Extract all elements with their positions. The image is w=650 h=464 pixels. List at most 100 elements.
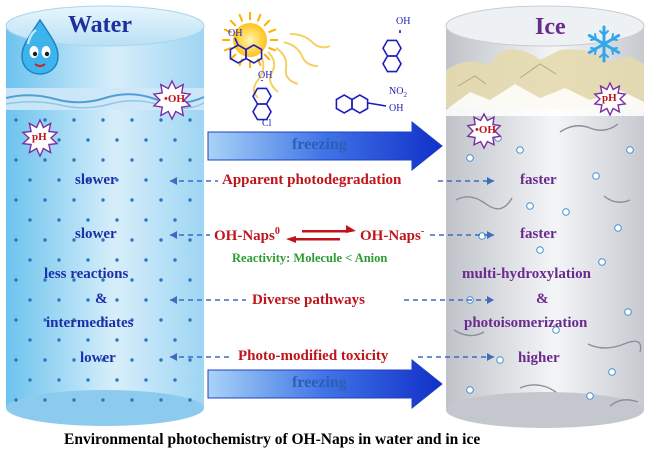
water-particle xyxy=(43,278,47,282)
water-particle xyxy=(57,258,61,262)
ice-fibre xyxy=(455,196,513,210)
water-title: Water xyxy=(68,12,132,38)
mountain-ridge-2 xyxy=(519,63,557,79)
ice-fibre xyxy=(587,340,642,353)
sun-ray xyxy=(229,19,237,27)
ice-bubble xyxy=(626,146,634,154)
water-particle xyxy=(159,158,163,162)
water-particle xyxy=(188,158,192,162)
comparison-arrows xyxy=(170,177,494,361)
ice-bubble xyxy=(496,356,504,364)
water-particle xyxy=(115,338,119,342)
water-rate-speciation: slower xyxy=(75,226,117,242)
water-particle xyxy=(14,318,18,322)
water-particle xyxy=(57,338,61,342)
water-particle xyxy=(159,318,163,322)
sun-ray xyxy=(238,13,244,22)
water-particle xyxy=(159,398,163,402)
freezing-arrow-bottom xyxy=(207,358,443,410)
ice-rate-photodegradation: faster xyxy=(520,172,557,188)
water-particle xyxy=(188,398,192,402)
ice-fibre xyxy=(609,399,639,407)
arrow-head xyxy=(170,231,177,239)
toxicity-label: Photo-modified toxicity xyxy=(238,348,389,364)
water-particle xyxy=(72,198,76,202)
naphthol-structures xyxy=(229,30,402,121)
no2-label: NO2 xyxy=(389,86,407,99)
sun-ray xyxy=(263,19,271,27)
water-particle xyxy=(188,118,192,122)
water-particle xyxy=(101,158,105,162)
water-bottom xyxy=(6,390,204,426)
ice-fibre xyxy=(559,123,619,133)
water-particle xyxy=(43,198,47,202)
ice-bubble xyxy=(516,146,524,154)
water-particle xyxy=(115,378,119,382)
water-particle xyxy=(57,218,61,222)
ice-rate-speciation: faster xyxy=(520,226,557,242)
mountain-ridge xyxy=(457,75,487,87)
water-particle xyxy=(86,378,90,382)
water-particle xyxy=(159,118,163,122)
water-particle xyxy=(130,118,134,122)
water-particle xyxy=(14,398,18,402)
water-particle xyxy=(144,378,148,382)
light-ray xyxy=(283,41,319,67)
figure-caption: Environmental photochemistry of OH-Naps … xyxy=(64,431,481,448)
water-particle xyxy=(130,158,134,162)
water-particle xyxy=(101,118,105,122)
water-particle xyxy=(130,238,134,242)
sun-ray xyxy=(268,46,277,52)
ice-bubble xyxy=(592,172,600,180)
water-particle xyxy=(101,318,105,322)
water-particle xyxy=(144,338,148,342)
water-particle xyxy=(57,138,61,142)
light-ray xyxy=(267,51,279,93)
arrow-head xyxy=(487,231,494,239)
water-toxicity: lower xyxy=(80,350,116,366)
water-oh-radical: •OH xyxy=(164,93,185,105)
water-particle xyxy=(14,158,18,162)
water-particle xyxy=(130,318,134,322)
water-particle xyxy=(72,318,76,322)
cl-label: Cl xyxy=(262,118,272,129)
water-particle xyxy=(130,198,134,202)
photodegradation-label: Apparent photodegradation xyxy=(222,172,402,188)
water-particle xyxy=(115,218,119,222)
water-particle xyxy=(86,258,90,262)
ice-bubble xyxy=(562,208,570,216)
water-particle xyxy=(159,278,163,282)
water-particle xyxy=(101,238,105,242)
water-particle xyxy=(28,338,32,342)
arrow-head xyxy=(170,353,177,361)
water-particle xyxy=(43,238,47,242)
oh-label-2: OH xyxy=(258,70,273,81)
water-particle xyxy=(115,298,119,302)
water-ph-badge: pH xyxy=(32,131,47,143)
water-particle xyxy=(144,298,148,302)
water-particle xyxy=(14,278,18,282)
water-particle xyxy=(86,298,90,302)
arrow-head xyxy=(487,177,494,185)
aromatic-ring xyxy=(252,103,272,121)
water-particle xyxy=(28,298,32,302)
equilibrium-arrows xyxy=(286,225,356,243)
water-particle xyxy=(57,298,61,302)
oh-label-1: OH xyxy=(228,28,243,39)
water-particle xyxy=(130,398,134,402)
water-particle xyxy=(28,378,32,382)
water-particle xyxy=(72,238,76,242)
water-particle xyxy=(115,138,119,142)
reactivity-label: Reactivity: Molecule < Anion xyxy=(232,251,388,265)
radical-and-ph-badges xyxy=(21,79,627,158)
oh-label-4: OH xyxy=(389,103,404,114)
water-particle xyxy=(57,178,61,182)
water-particle xyxy=(159,198,163,202)
ice-snow xyxy=(446,84,644,116)
freezing-label-bottom: freezing xyxy=(292,374,347,391)
water-particle xyxy=(72,118,76,122)
aromatic-ring xyxy=(382,55,402,73)
ice-bubble xyxy=(526,202,534,210)
